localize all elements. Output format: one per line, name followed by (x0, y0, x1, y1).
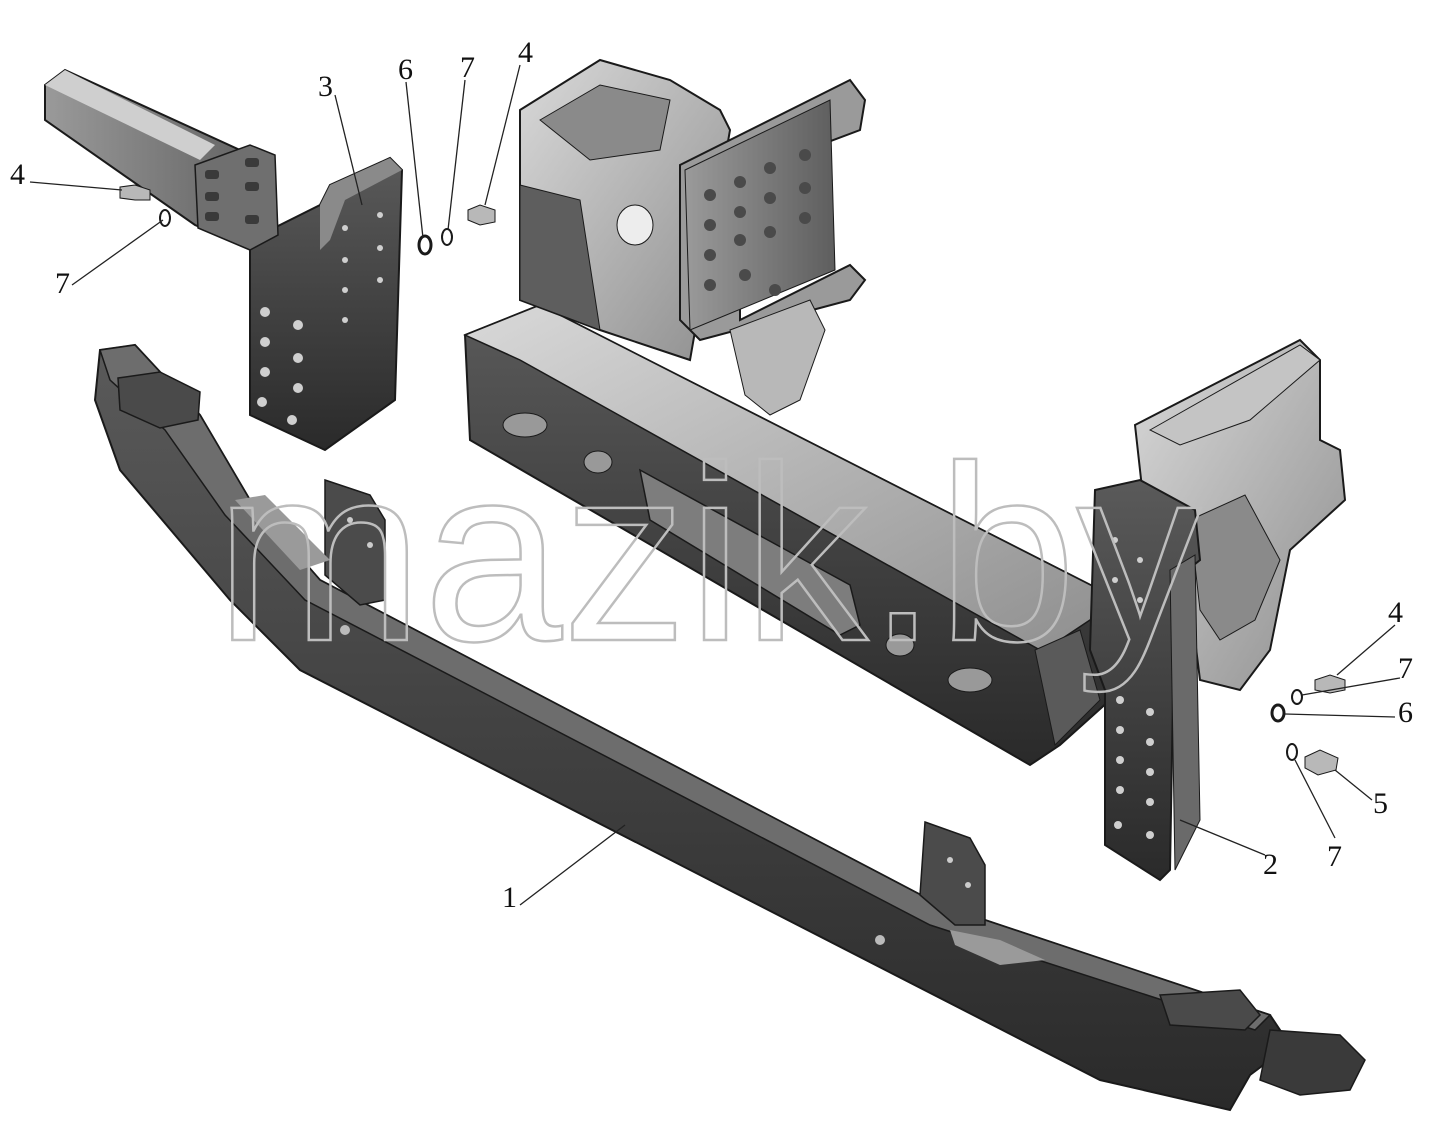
callout-5: 5 (1373, 787, 1388, 820)
fastener-bolt-4-top (467, 204, 496, 226)
part-1-lower-beam (93, 343, 1366, 1112)
callout-4-top: 4 (518, 36, 533, 69)
callout-7-top: 7 (460, 51, 475, 84)
callout-1: 1 (502, 881, 517, 914)
callout-2: 2 (1263, 848, 1278, 881)
main-crossmember-assembly (463, 58, 1347, 767)
leader-lines (29, 64, 1401, 906)
fastener-washer-7-right (1291, 689, 1303, 705)
callout-6-right: 6 (1398, 696, 1413, 729)
callout-6-top: 6 (398, 53, 413, 86)
fastener-bolt-5 (1304, 749, 1339, 776)
watermark-text: mazik.by (215, 414, 1201, 693)
fastener-washer-6-top (417, 234, 433, 256)
part-3-bracket-plate (249, 156, 404, 452)
callout-4-right: 4 (1388, 596, 1403, 629)
callout-7-right: 7 (1398, 652, 1413, 685)
fastener-washer-6-right (1270, 703, 1286, 723)
fastener-washer-7-lower (1286, 743, 1298, 761)
callout-4-left: 4 (10, 158, 25, 191)
callout-3: 3 (318, 70, 333, 103)
part-2-vertical-bracket (1088, 478, 1202, 882)
side-member-channel (44, 68, 279, 251)
fastener-washer-7-top (441, 228, 453, 246)
callout-7-lower: 7 (1327, 840, 1342, 873)
callout-7-left: 7 (55, 267, 70, 300)
fastener-washer-7-left (159, 209, 171, 227)
fastener-bolt-4-left (119, 184, 151, 201)
